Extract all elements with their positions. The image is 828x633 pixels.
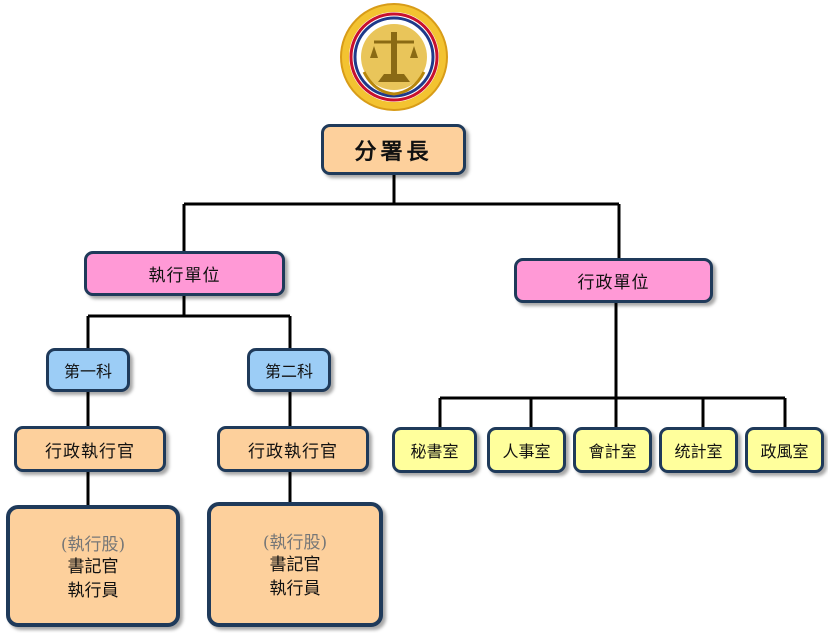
office-personnel-box: 人事室 xyxy=(487,427,566,473)
officer-second-box: 行政執行官 xyxy=(217,426,369,472)
staff-first-group: (執行股) xyxy=(60,534,126,555)
section-second-label: 第二科 xyxy=(264,362,313,381)
office-statistics-label: 统計室 xyxy=(674,442,723,461)
staff-second-clerk: 書記官 xyxy=(269,555,321,575)
office-ethics-label: 政風室 xyxy=(760,442,809,461)
office-accounting-label: 會計室 xyxy=(588,442,637,461)
section-second-box: 第二科 xyxy=(247,348,331,392)
staff-second-group: (執行股) xyxy=(262,533,328,553)
office-ethics-box: 政風室 xyxy=(745,427,824,473)
office-statistics-box: 统計室 xyxy=(659,427,738,473)
staff-first-clerk: 書記官 xyxy=(67,556,119,577)
officer-second-label: 行政執行官 xyxy=(248,441,338,462)
director-label: 分署長 xyxy=(354,138,433,165)
staff-first-member: 執行員 xyxy=(67,580,119,601)
staff-first-box: (執行股) 書記官 執行員 xyxy=(6,505,180,627)
enforcement-unit-label: 執行單位 xyxy=(148,266,221,286)
officer-first-label: 行政執行官 xyxy=(45,441,135,462)
admin-unit-box: 行政單位 xyxy=(514,258,713,303)
enforcement-unit-box: 執行單位 xyxy=(84,251,285,296)
office-accounting-box: 會計室 xyxy=(573,427,652,473)
section-first-box: 第一科 xyxy=(46,348,130,392)
agency-emblem-logo xyxy=(340,3,448,111)
admin-unit-label: 行政單位 xyxy=(577,273,650,293)
officer-first-box: 行政執行官 xyxy=(14,426,166,472)
section-first-label: 第一科 xyxy=(63,362,112,381)
office-secretariat-label: 秘書室 xyxy=(410,442,459,461)
director-box: 分署長 xyxy=(321,124,466,175)
staff-second-member: 執行員 xyxy=(269,579,321,599)
staff-second-box: (執行股) 書記官 執行員 xyxy=(207,502,383,627)
office-secretariat-box: 秘書室 xyxy=(392,427,477,473)
office-personnel-label: 人事室 xyxy=(502,442,551,461)
